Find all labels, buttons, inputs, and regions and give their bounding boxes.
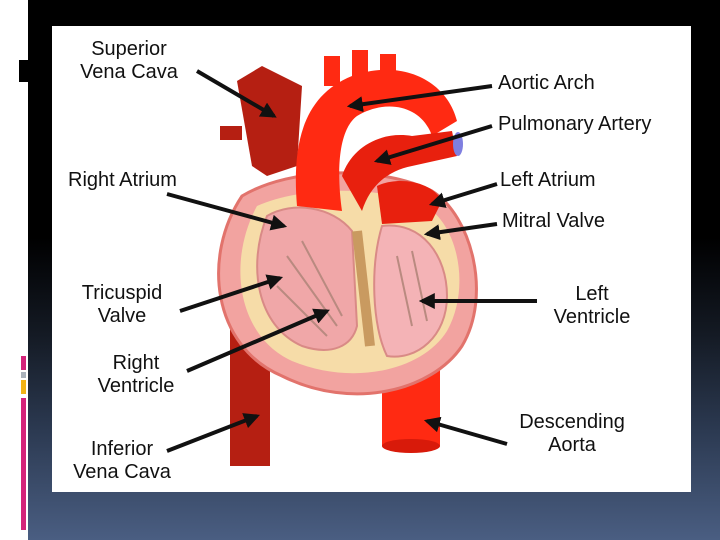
left-atrium-chamber bbox=[377, 181, 442, 224]
arrow-inferior-vena-cava bbox=[166, 413, 260, 453]
label-inferior-vena-cava: Inferior Vena Cava bbox=[73, 438, 171, 483]
arrow-pulmonary-artery bbox=[373, 124, 493, 165]
arrow-descending-aorta bbox=[423, 416, 508, 446]
label-right-ventricle: Right Ventricle bbox=[97, 352, 175, 397]
arrow-aortic-arch bbox=[346, 84, 493, 113]
arrow-right-ventricle bbox=[186, 308, 330, 373]
heart-diagram-image: Superior Vena Cava Aortic Arch Pulmonary… bbox=[52, 26, 691, 492]
label-superior-vena-cava: Superior Vena Cava bbox=[80, 38, 178, 83]
label-pulmonary-artery: Pulmonary Artery bbox=[498, 113, 652, 135]
arrow-tricuspid-valve bbox=[179, 274, 284, 313]
label-right-atrium: Right Atrium bbox=[68, 169, 177, 191]
aortic-arch-vessel bbox=[295, 69, 457, 211]
arrow-right-atrium bbox=[166, 192, 288, 231]
arrow-mitral-valve bbox=[423, 222, 498, 241]
superior-vena-cava-vessel bbox=[237, 66, 302, 176]
bullet-marker bbox=[19, 60, 29, 82]
left-ventricle-chamber bbox=[373, 224, 449, 358]
label-left-atrium: Left Atrium bbox=[500, 169, 596, 191]
label-tricuspid-valve: Tricuspid Valve bbox=[81, 282, 163, 327]
septum bbox=[352, 230, 375, 347]
label-mitral-valve: Mitral Valve bbox=[502, 210, 605, 232]
label-aortic-arch: Aortic Arch bbox=[498, 72, 595, 94]
arrow-superior-vena-cava bbox=[195, 69, 277, 118]
accent-bar-gray bbox=[21, 372, 26, 378]
pulmonary-artery-vessel bbox=[342, 131, 457, 211]
accent-bar-pink-long bbox=[21, 398, 26, 530]
label-left-ventricle: Left Ventricle bbox=[553, 283, 631, 328]
label-descending-aorta: Descending Aorta bbox=[519, 411, 625, 456]
arrow-left-atrium bbox=[428, 182, 498, 208]
right-chambers bbox=[256, 206, 359, 351]
heart-illustration bbox=[166, 50, 537, 466]
accent-bar-pink bbox=[21, 356, 26, 370]
accent-bar-yellow bbox=[21, 380, 26, 394]
